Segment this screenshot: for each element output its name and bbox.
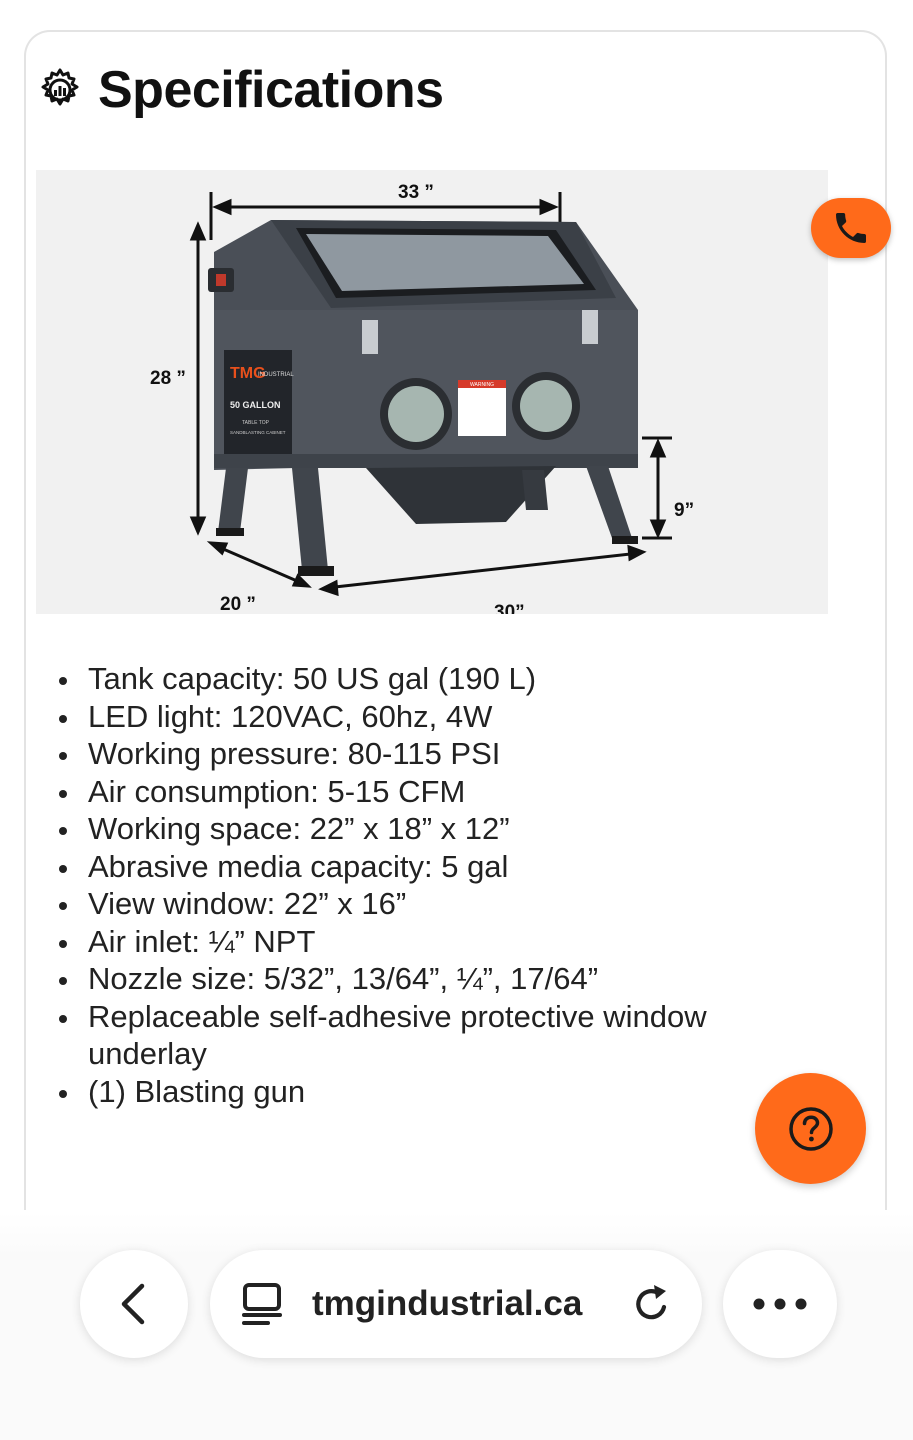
spec-list: Tank capacity: 50 US gal (190 L) LED lig…: [46, 660, 782, 1110]
site-info-icon[interactable]: [240, 1281, 284, 1327]
list-item: Working space: 22” x 18” x 12”: [82, 810, 782, 848]
page-title: Specifications: [98, 61, 444, 119]
more-horizontal-icon: [753, 1298, 807, 1310]
list-item: Replaceable self-adhesive protective win…: [82, 998, 782, 1073]
list-item: Air inlet: ¼” NPT: [82, 923, 782, 961]
section-header: Specifications: [36, 60, 444, 120]
help-button[interactable]: [755, 1073, 866, 1184]
brand-sub: INDUSTRIAL: [258, 372, 294, 378]
dim-depth: 20 ”: [220, 594, 256, 614]
question-circle-icon: [788, 1106, 833, 1151]
call-button[interactable]: [811, 198, 891, 258]
url-text[interactable]: tmgindustrial.ca: [312, 1284, 583, 1323]
list-item: View window: 22” x 16”: [82, 885, 782, 923]
dim-height: 28 ”: [150, 368, 186, 389]
dim-width: 33 ”: [398, 182, 434, 203]
brand-logo: TMG: [230, 365, 266, 382]
list-item: Nozzle size: 5/32”, 13/64”, ¼”, 17/64”: [82, 960, 782, 998]
dim-base-width: 30”: [494, 602, 525, 614]
list-item: Abrasive media capacity: 5 gal: [82, 848, 782, 886]
list-item: Air consumption: 5-15 CFM: [82, 773, 782, 811]
dim-leg-height: 9”: [674, 500, 694, 521]
gear-icon: [41, 68, 79, 106]
product-line-1: TABLE TOP: [242, 420, 270, 426]
product-image: 33 ” 28 ” 20 ” 30” 9” WA: [36, 170, 828, 623]
phone-icon: [836, 213, 866, 243]
capacity-label: 50 GALLON: [230, 400, 281, 410]
reload-icon[interactable]: [630, 1281, 674, 1327]
back-button[interactable]: [80, 1250, 188, 1358]
list-item: Working pressure: 80-115 PSI: [82, 735, 782, 773]
warning-label: WARNING: [470, 382, 494, 388]
address-bar[interactable]: tmgindustrial.ca: [210, 1250, 702, 1358]
product-line-2: SANDBLASTING CABINET: [230, 430, 286, 435]
list-item: (1) Blasting gun: [82, 1073, 782, 1111]
more-menu-button[interactable]: [723, 1250, 837, 1358]
list-item: Tank capacity: 50 US gal (190 L): [82, 660, 782, 698]
chevron-left-icon: [121, 1283, 145, 1325]
list-item: LED light: 120VAC, 60hz, 4W: [82, 698, 782, 736]
